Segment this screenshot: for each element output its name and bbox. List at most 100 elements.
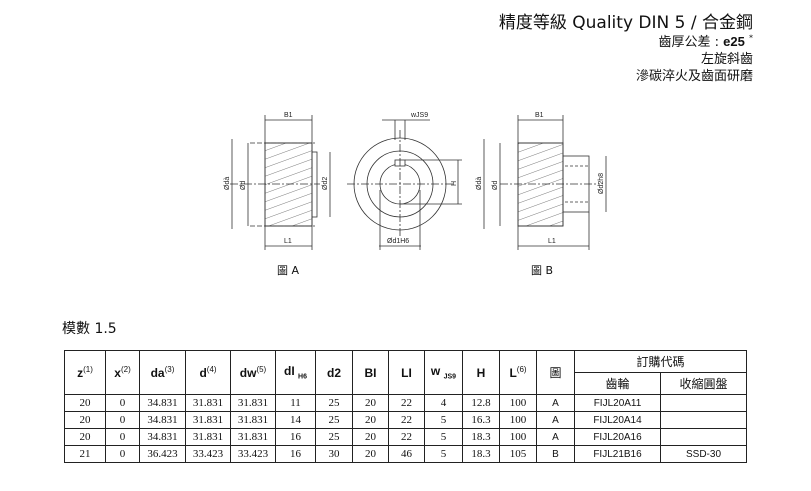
table-cell: FIJL21B16 xyxy=(574,445,661,463)
table-cell: 100 xyxy=(499,428,537,446)
label-h: H xyxy=(451,181,458,186)
table-cell: 16.3 xyxy=(462,411,500,429)
col-d1: dI H6 xyxy=(275,350,316,395)
table-cell: 22 xyxy=(388,411,425,429)
table-cell: 100 xyxy=(499,411,537,429)
table-cell: 0 xyxy=(105,394,140,412)
table-cell: 46 xyxy=(388,445,425,463)
table-cell: 18.3 xyxy=(462,445,500,463)
table-cell: 16 xyxy=(275,445,316,463)
tolerance-value: e25 xyxy=(723,34,745,49)
tolerance-label: 齒厚公差 : xyxy=(658,35,724,50)
table-cell: 20 xyxy=(352,411,389,429)
label-da-a: Ødà xyxy=(224,177,231,190)
col-figure: 圖 xyxy=(536,350,575,395)
module-heading: 模數 1.5 xyxy=(62,321,117,337)
tolerance: 齒厚公差 : e25 * xyxy=(659,31,754,50)
table-cell: 5 xyxy=(424,411,463,429)
table-cell: 34.831 xyxy=(139,428,186,446)
tolerance-mark: * xyxy=(749,33,753,43)
label-d-b: Ød xyxy=(492,181,499,190)
table-cell: 16 xyxy=(275,428,316,446)
label-l1-b: L1 xyxy=(548,238,556,245)
table-cell: FIJL20A11 xyxy=(574,394,661,412)
table-cell: 0 xyxy=(105,428,140,446)
table-cell: 21 xyxy=(64,445,106,463)
figure-a-drawing xyxy=(230,115,331,250)
helix-direction: 左旋斜齒 xyxy=(700,52,753,67)
table-cell xyxy=(660,428,747,446)
col-b1: BI xyxy=(352,350,389,395)
table-cell: 31.831 xyxy=(230,411,276,429)
technical-drawings: B1 L1 Ødà Ød Ød2 wJS9 H Ød1H6 xyxy=(224,112,607,250)
col-gear: 齒輪 xyxy=(574,372,661,395)
table-cell: 100 xyxy=(499,394,537,412)
table-cell: 36.423 xyxy=(139,445,186,463)
col-dw: dw(5) xyxy=(230,350,276,395)
label-d1h6: Ød1H6 xyxy=(387,238,409,245)
table-cell: 31.831 xyxy=(185,428,231,446)
label-d2h8: Ød2h8 xyxy=(598,173,605,194)
table-cell: 11 xyxy=(275,394,316,412)
col-l1: LI xyxy=(388,350,425,395)
table-cell: 5 xyxy=(424,445,463,463)
table-cell: A xyxy=(536,411,575,429)
table-cell: 31.831 xyxy=(230,394,276,412)
end-view-drawing xyxy=(347,119,462,250)
table-cell: 33.423 xyxy=(230,445,276,463)
col-l: L(6) xyxy=(499,350,537,395)
label-d2-a: Ød2 xyxy=(322,177,329,190)
label-b1-b: B1 xyxy=(535,112,544,119)
table-cell: 20 xyxy=(64,411,106,429)
figure-a-caption: 圖 A xyxy=(277,264,300,277)
col-h: H xyxy=(462,350,500,395)
table-cell: 33.423 xyxy=(185,445,231,463)
col-w: w JS9 xyxy=(424,350,463,395)
table-cell: SSD-30 xyxy=(660,445,747,463)
col-da: da(3) xyxy=(139,350,186,395)
col-shrink-disc: 收縮圓盤 xyxy=(660,372,747,395)
col-x: x(2) xyxy=(105,350,140,395)
table-cell: 105 xyxy=(499,445,537,463)
treatment: 滲碳淬火及齒面研磨 xyxy=(635,69,753,84)
table-cell: 25 xyxy=(315,428,353,446)
label-da-b: Ødà xyxy=(476,177,483,190)
table-cell: FIJL20A16 xyxy=(574,428,661,446)
spec-table: z(1) x(2) da(3) d(4) dw(5) dI H6 d2 BI L… xyxy=(64,350,747,463)
label-wjs9: wJS9 xyxy=(410,112,428,119)
table-cell: 4 xyxy=(424,394,463,412)
figure-b-drawing xyxy=(483,115,607,250)
table-cell: 20 xyxy=(352,428,389,446)
table-cell: 31.831 xyxy=(230,428,276,446)
table-cell: FIJL20A14 xyxy=(574,411,661,429)
table-cell: 18.3 xyxy=(462,428,500,446)
table-cell: 22 xyxy=(388,428,425,446)
table-cell: A xyxy=(536,428,575,446)
col-d: d(4) xyxy=(185,350,231,395)
col-order-code: 訂購代碼 xyxy=(574,350,747,373)
label-b1-a: B1 xyxy=(284,112,293,119)
table-cell: 5 xyxy=(424,428,463,446)
table-cell: 31.831 xyxy=(185,394,231,412)
table-cell xyxy=(660,411,747,429)
table-cell: 0 xyxy=(105,411,140,429)
table-cell: 34.831 xyxy=(139,394,186,412)
table-cell xyxy=(660,394,747,412)
table-cell: 20 xyxy=(64,428,106,446)
page-title: 精度等級 Quality DIN 5 / 合金鋼 xyxy=(498,13,753,33)
table-cell: 20 xyxy=(352,445,389,463)
figure-b-caption: 圖 B xyxy=(531,264,554,277)
table-cell: 31.831 xyxy=(185,411,231,429)
col-z: z(1) xyxy=(64,350,106,395)
table-cell: 0 xyxy=(105,445,140,463)
col-d2: d2 xyxy=(315,350,353,395)
table-cell: 25 xyxy=(315,411,353,429)
table-cell: 20 xyxy=(352,394,389,412)
table-cell: 30 xyxy=(315,445,353,463)
table-cell: 14 xyxy=(275,411,316,429)
